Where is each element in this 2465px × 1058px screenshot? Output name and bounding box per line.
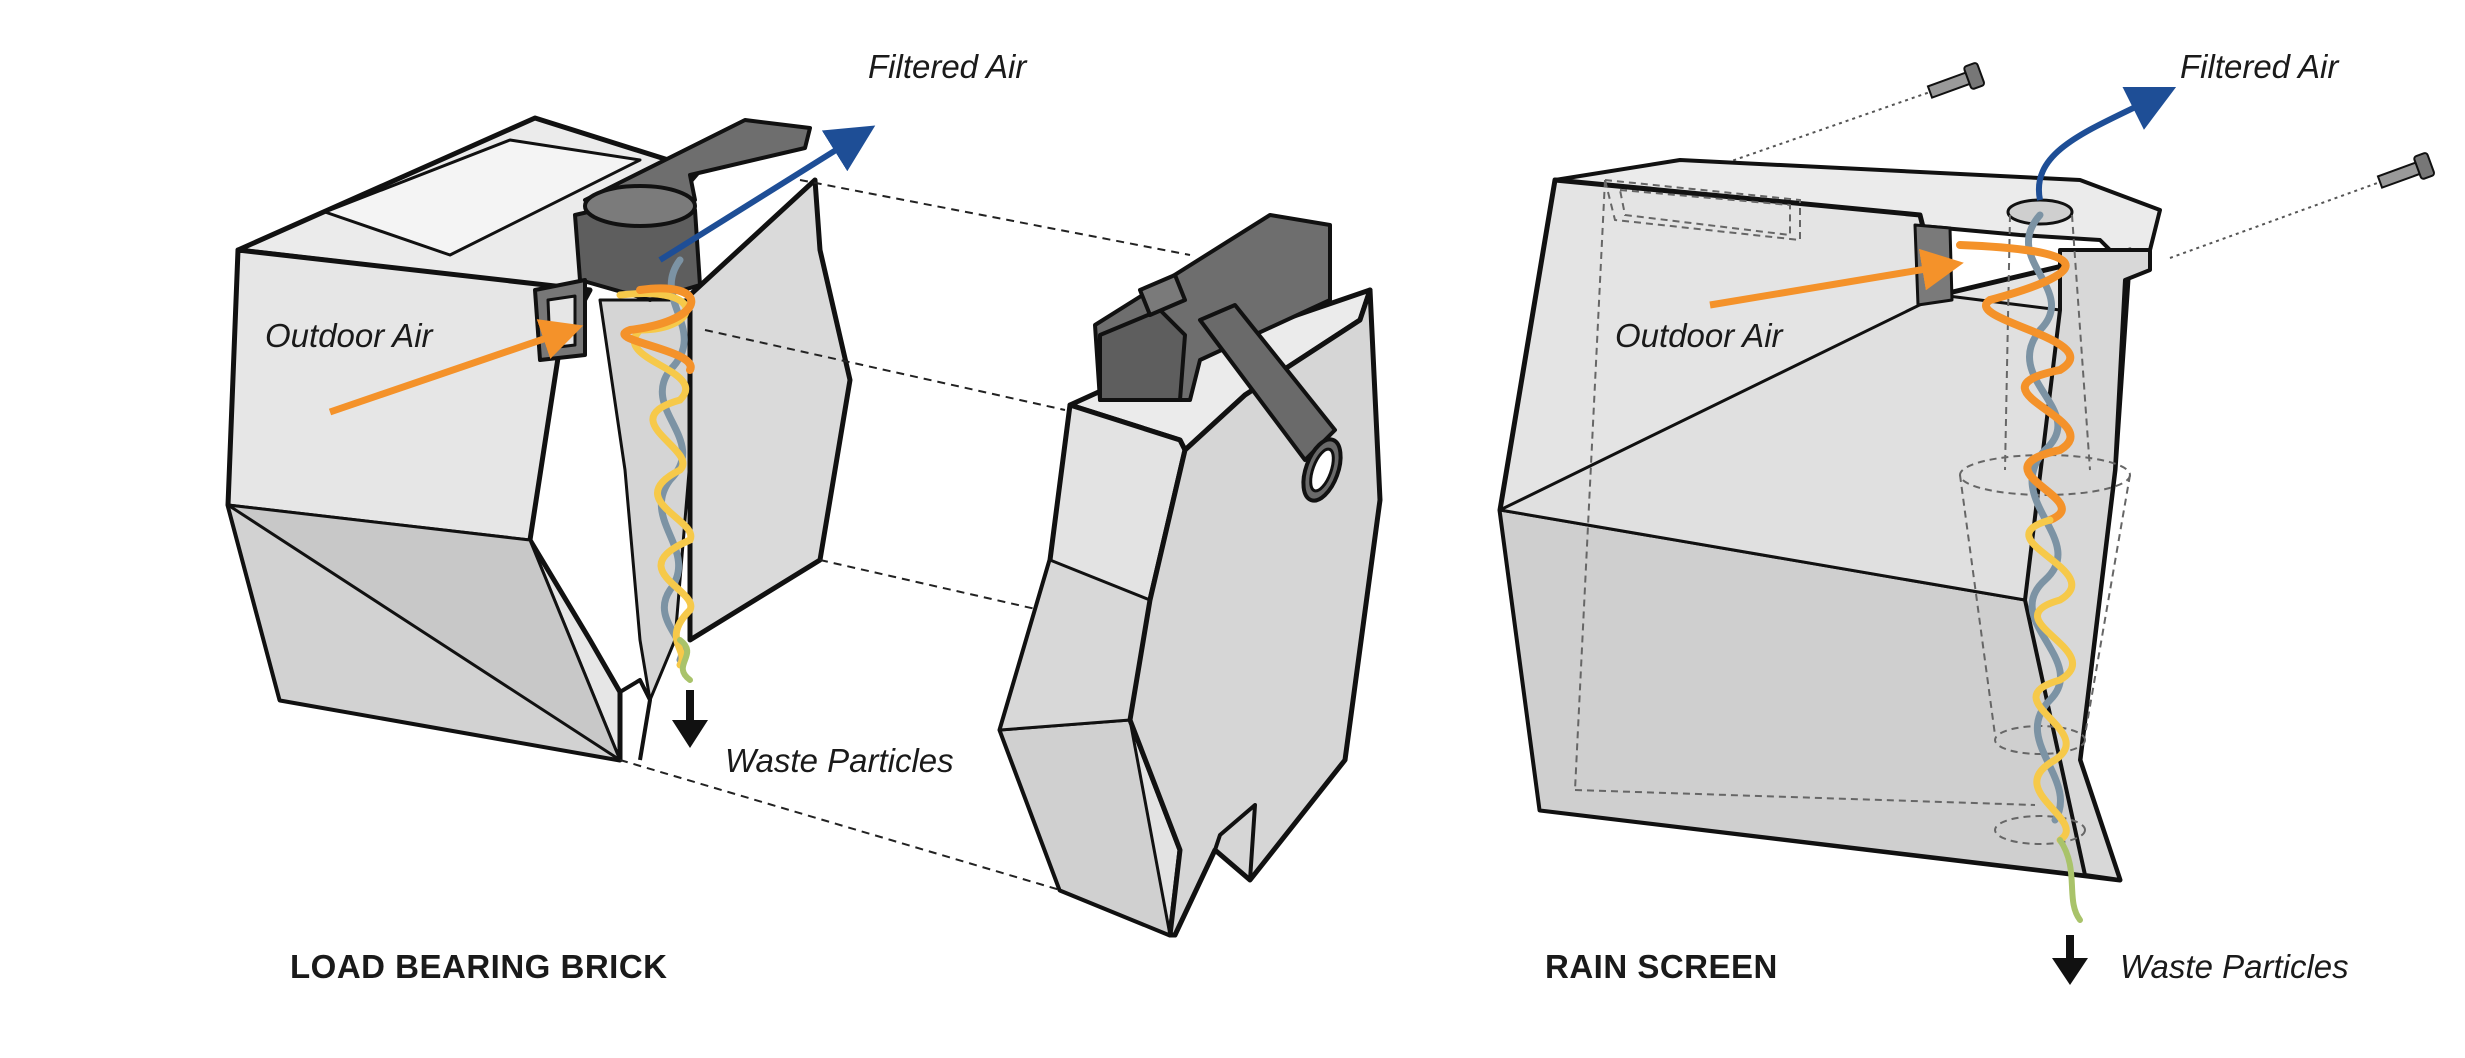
brick-title: LOAD BEARING BRICK [290,948,668,985]
brick-right-face [687,177,853,643]
rain-screen-title: RAIN SCREEN [1545,948,1778,985]
spiral-green-tail [677,637,693,683]
brick-bottom-notch [618,678,652,761]
brick-waste-arrow [672,690,708,748]
screw-icon [1926,62,1986,99]
spiral-orange-strand [620,284,696,374]
unit-cap-piece [1093,213,1343,503]
rain-screen-block [1497,158,2162,883]
unit-notch [1213,803,1257,881]
load-bearing-brick-block [225,115,853,763]
brick-outdoor-air-arrow [328,319,584,416]
rain-screen-outdoor-air-label: Outdoor Air [1615,317,1783,354]
rain-screen-fasteners [1719,62,2436,259]
rain-screen-outdoor-air-arrow [1709,248,1964,309]
spiral-green-tail [2057,837,2083,923]
brick-filtered-air-label: Filtered Air [868,48,1027,85]
rain-screen-waste-arrow [2052,935,2088,985]
spiral-orange-strand [1956,241,2075,524]
rain-screen-hidden-lines [1574,178,2131,845]
projection-lines [619,179,1191,891]
brick-top-recess [323,138,642,257]
brick-filtered-air-arrow [658,125,876,263]
brick-outdoor-air-label: Outdoor Air [265,317,433,354]
rain-screen-spiral-path [1956,211,2083,923]
brick-lower-facet-inner [226,503,622,762]
screw-icon [2376,152,2436,189]
rain-screen-filtered-air-arrow [2035,86,2177,201]
rain-screen-waste-particles-label: Waste Particles [2120,948,2349,985]
rain-screen-filtered-air-label: Filtered Air [2180,48,2339,85]
brick-waste-particles-label: Waste Particles [725,742,954,779]
spiral-yellow-strand [2025,516,2077,844]
separate-brick-unit [997,287,1383,938]
brick-spiral-path [616,256,696,683]
